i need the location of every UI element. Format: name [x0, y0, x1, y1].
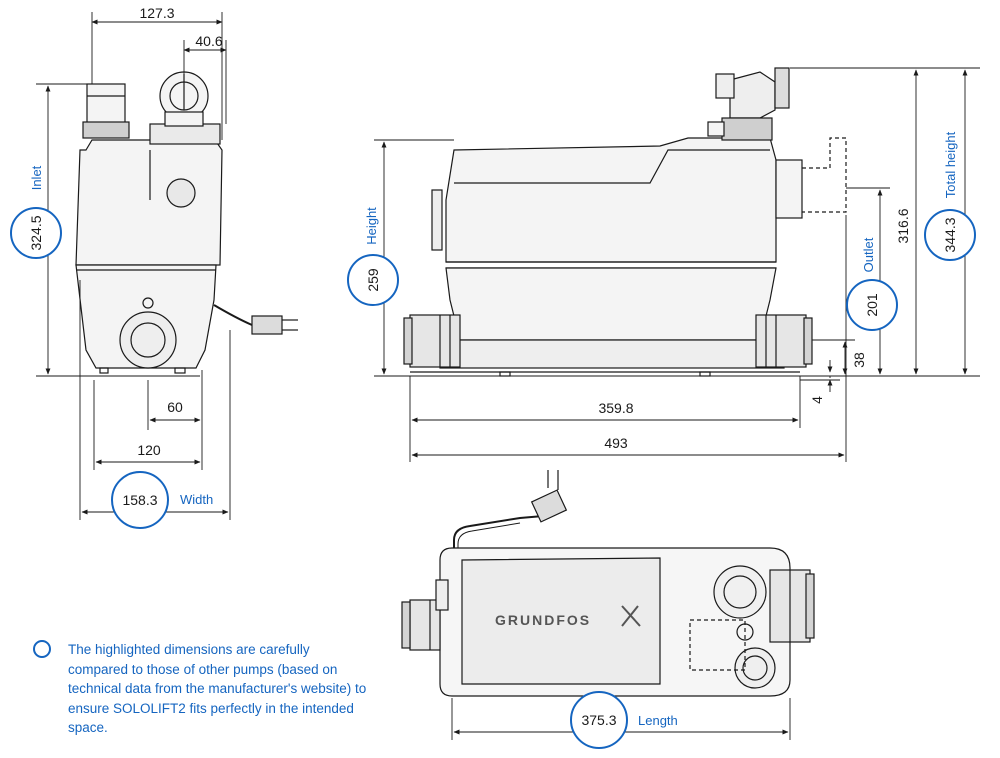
label-outlet: Outlet	[861, 237, 876, 272]
dim-base-width: 120	[137, 442, 161, 458]
brand-x-mark	[621, 605, 641, 627]
top-round-outlet	[713, 565, 767, 619]
dim-top-width: 127.3	[139, 5, 174, 21]
front-left-connector	[409, 314, 461, 368]
side-inlet-pipe	[86, 83, 126, 125]
dim-total-height: 344.3	[942, 217, 958, 252]
note-text: The highlighted dimensions are carefully…	[68, 642, 367, 735]
dim-4: 4	[809, 396, 825, 404]
top-view	[401, 470, 815, 697]
highlight-circle-height	[347, 254, 399, 306]
dim-38: 38	[851, 352, 867, 368]
front-lower-housing	[445, 267, 777, 341]
highlight-circle-width	[111, 471, 169, 529]
top-plug	[530, 489, 568, 523]
dim-outlet-offset: 60	[167, 399, 183, 415]
dim-outlet-height: 201	[864, 293, 880, 317]
dim-length-overall: 493	[604, 435, 628, 451]
dim-overall-width: 158.3	[122, 492, 157, 508]
label-inlet: Inlet	[29, 165, 44, 190]
front-top-elbow	[729, 71, 776, 119]
dim-inlet-offset: 40.6	[195, 33, 222, 49]
highlight-circle-total-height	[924, 209, 976, 261]
dim-height: 259	[365, 268, 381, 292]
front-view	[403, 67, 847, 377]
highlight-circle-inlet	[10, 207, 62, 259]
side-plug	[251, 315, 283, 335]
side-view	[75, 71, 298, 374]
highlight-circle-outlet	[846, 279, 898, 331]
dim-inlet-height: 324.5	[28, 215, 44, 250]
highlight-circle-length	[570, 691, 628, 749]
brand-logo: GRUNDFOS	[495, 612, 591, 628]
label-total-height: Total height	[943, 131, 958, 198]
side-bottom-outlet	[119, 311, 177, 369]
label-length: Length	[638, 713, 678, 728]
side-body	[75, 139, 223, 266]
front-right-connector	[755, 314, 807, 368]
label-height: Height	[364, 207, 379, 245]
dim-length-top: 375.3	[581, 712, 616, 728]
dim-length-inner: 359.8	[598, 400, 633, 416]
front-upper-housing	[445, 137, 777, 263]
dim-316: 316.6	[895, 208, 911, 243]
note-circle-icon	[33, 640, 51, 658]
label-width: Width	[180, 492, 213, 507]
